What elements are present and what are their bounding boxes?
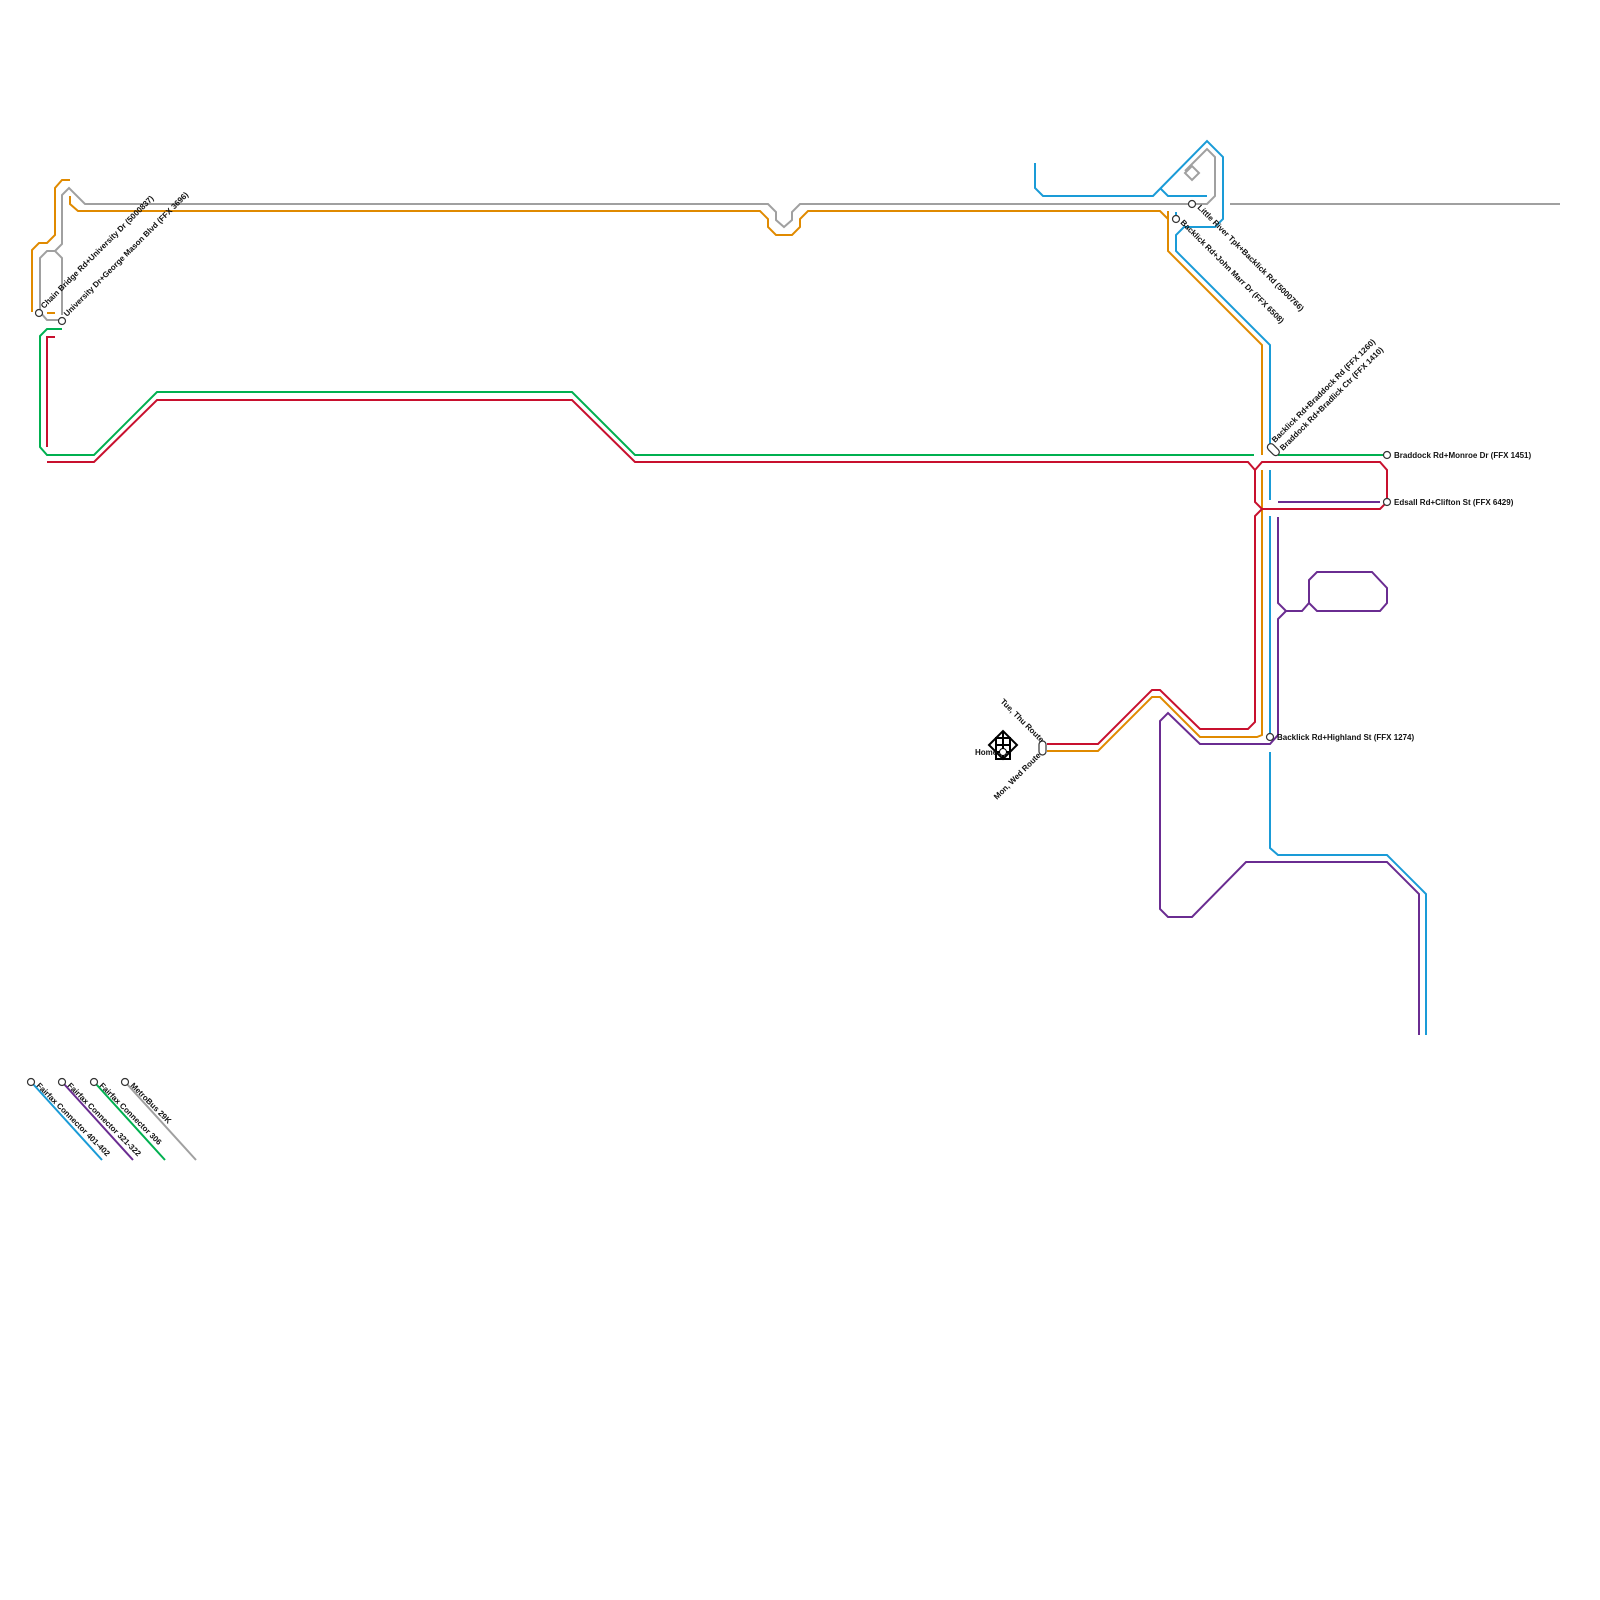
station-john-marr[interactable] (1171, 214, 1181, 224)
label-backlick-braddock: Backlick Rd+Braddock Rd (FFX 1260) (1270, 337, 1377, 444)
legend-line (126, 1083, 197, 1161)
mon-wed-route-line (31, 179, 1263, 752)
station-chain-bridge[interactable] (34, 308, 44, 318)
home-terminal[interactable] (1038, 740, 1047, 756)
connector-306-line (39, 328, 1387, 456)
metrobus-29k-loop (1183, 164, 1201, 182)
label-little-river: Little River Tpk+Backlick Rd (5000766) (1196, 203, 1306, 313)
connector-321-322-line (1159, 501, 1420, 1035)
legend: Fairfax Connector 401-402 Fairfax Connec… (26, 1077, 197, 1161)
legend-marker (26, 1077, 36, 1087)
route-lines (31, 139, 1560, 1035)
legend-line (32, 1083, 103, 1161)
tue-thu-route-line (46, 336, 1388, 745)
station-backlick-highland[interactable] (1265, 732, 1275, 742)
legend-marker (89, 1077, 99, 1087)
legend-line (95, 1083, 166, 1161)
home-label: Home (975, 748, 998, 757)
label-braddock-monroe: Braddock Rd+Monroe Dr (FFX 1451) (1394, 451, 1531, 460)
station-braddock-monroe[interactable] (1382, 450, 1392, 460)
label-edsall-clifton: Edsall Rd+Clifton St (FFX 6429) (1394, 498, 1514, 507)
legend-marker (120, 1077, 130, 1087)
station-gmu[interactable] (57, 316, 67, 326)
label-backlick-highland: Backlick Rd+Highland St (FFX 1274) (1277, 733, 1414, 742)
station-backlick-braddock[interactable] (1266, 442, 1281, 457)
legend-marker (57, 1077, 67, 1087)
metrobus-29k-line (39, 147, 1560, 321)
label-braddock-bradlick: Braddock Rd+Bradlick Ctr (FFX 1410) (1278, 345, 1385, 452)
legend-line (63, 1083, 134, 1161)
label-gmu: University Dr+George Mason Blvd (FFX 369… (62, 190, 190, 318)
station-edsall-clifton[interactable] (1382, 497, 1392, 507)
home-icon (987, 729, 1019, 761)
station-little-river[interactable] (1187, 199, 1197, 209)
